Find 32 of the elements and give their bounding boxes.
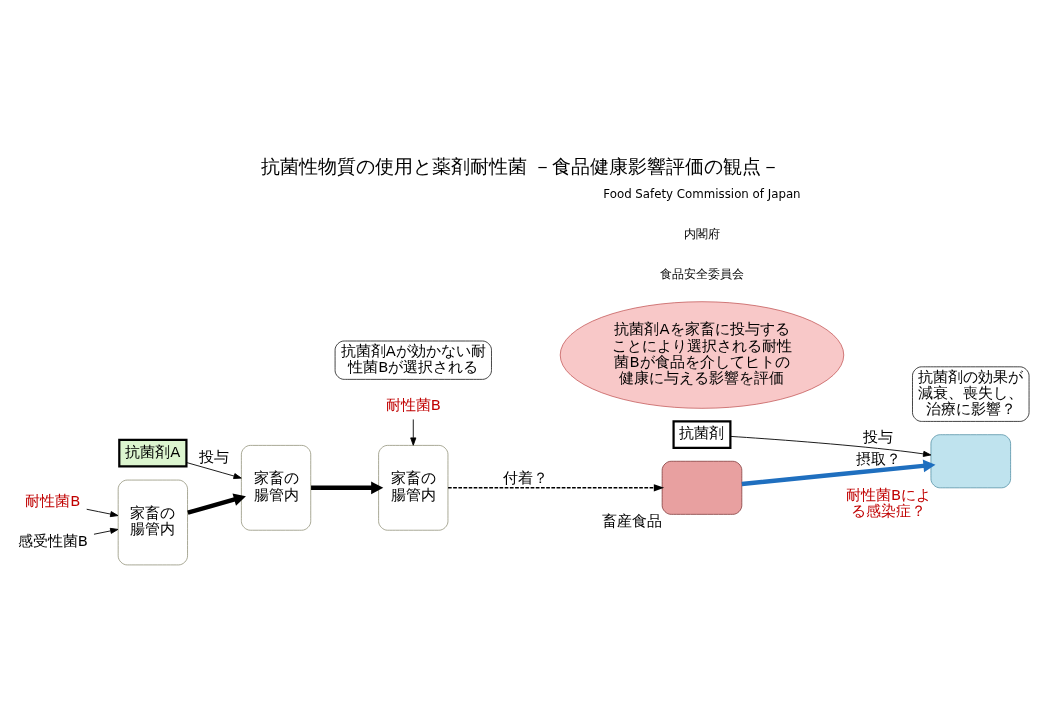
edge-label: 付着？ [502, 469, 548, 487]
node-box [661, 460, 742, 515]
node-ellipse: 抗菌剤Aを家畜に投与することにより選択される耐性菌Bが食品を介してヒトの健康に与える影響を評価 [559, 301, 844, 409]
arrow [729, 435, 931, 457]
node-box [930, 434, 1011, 489]
arrow [93, 527, 118, 535]
arrow [446, 484, 664, 492]
node-text: 感受性菌B [17, 532, 88, 550]
edge-label: 摂取？ [855, 450, 901, 468]
diagram-title: 抗菌性物質の使用と薬剤耐性菌 －食品健康影響評価の観点－ [260, 155, 780, 179]
node-box: 家畜の腸管内 [240, 445, 311, 531]
node-box: 家畜の腸管内 [377, 445, 448, 531]
edge-label: 投与 [198, 447, 229, 465]
label: Food Safety Commission of Japan [602, 187, 801, 202]
node-text: 耐性菌B [385, 395, 441, 413]
arrow [186, 493, 246, 515]
node-text: 耐性菌B [24, 492, 80, 510]
label: 食品安全委員会 [659, 267, 744, 282]
arrow [185, 462, 242, 480]
arrow [409, 419, 416, 446]
node-label: 畜産食品 [601, 512, 662, 530]
edge-label: 投与 [862, 428, 893, 446]
arrow [310, 481, 383, 495]
node-box: 抗菌剤 [671, 420, 731, 450]
node-box: 家畜の腸管内 [117, 479, 188, 566]
label: 内閣府 [683, 227, 720, 242]
node-box: 抗菌剤の効果が減衰、喪失し、治療に影響？ [911, 366, 1029, 422]
node-box: 抗菌剤Aが効かない耐性菌Bが選択される [334, 340, 492, 380]
arrow [85, 508, 118, 518]
node-box: 抗菌剤A [117, 438, 188, 468]
node-label: 耐性菌Bによる感染症？ [845, 485, 931, 519]
arrow [741, 459, 935, 487]
